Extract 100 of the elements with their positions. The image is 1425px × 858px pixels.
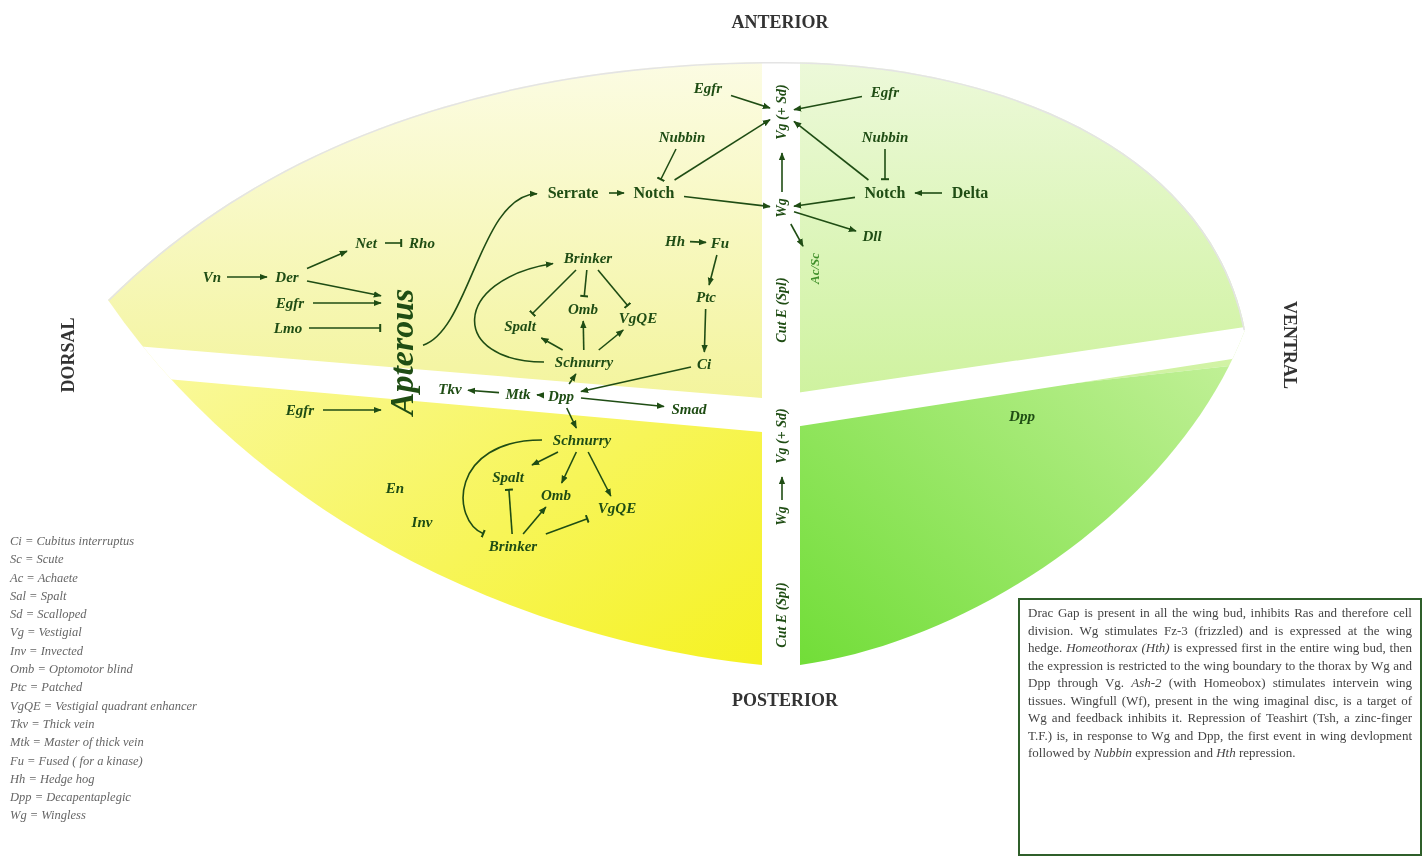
note-box: Drac Gap is present in all the wing bud, inhibits Ras and therefore cell division. Wg stimulates Fz-3 (frizzled) and is expressed at the wing hedge. Homeothorax (Hth) is expressed first in the entire wing bud, then the expression is restricted to the wing boundary to the thorax by Wg and Dpp through Vg. Ash-2 (with Homeobox) stimulates intervein wing tissues. Wingfull (Wf), present in the wing imaginal disc, is a target of Wg and feedback inhibits it. Repression of Teashirt (Tsh, a zinc-finger T.F.) is, in response to Wg and Dpp, the first event in wing devlopment followed by Nubbin expression and Hth repression. <box>1018 598 1422 856</box>
gene-label: Dpp <box>1009 408 1035 424</box>
abbreviation-entry: VgQE = Vestigial quadrant enhancer <box>10 697 197 715</box>
arrow <box>568 373 577 385</box>
inhibition-line <box>503 488 514 535</box>
arrow <box>790 223 804 247</box>
arrow <box>467 387 500 395</box>
arrow <box>689 238 707 246</box>
arrow <box>312 299 382 307</box>
abbreviation-entry: Ac = Achaete <box>10 569 79 587</box>
arrow <box>473 262 554 363</box>
arrow <box>536 392 545 399</box>
abbreviation-entry: Hh = Hedge hog <box>10 770 96 788</box>
gene-label: Delta <box>945 183 995 203</box>
gene-label: Net <box>350 234 382 252</box>
arrow <box>580 366 692 394</box>
gene-label: Lmo <box>270 319 306 337</box>
arrow <box>673 118 771 181</box>
abbreviation-entry: Sc = Scute <box>10 551 65 569</box>
arrow <box>422 192 538 346</box>
arrow <box>793 196 856 209</box>
gene-label: Brinker <box>481 537 545 555</box>
orientation-label: POSTERIOR <box>732 691 838 709</box>
abbreviation-entry: Mtk = Master of thick vein <box>10 734 145 752</box>
arrow <box>608 189 625 197</box>
gene-label: VgQE <box>591 499 643 517</box>
arrow <box>778 476 786 501</box>
abbreviation-entry: Omb = Optomotor blind <box>10 661 134 679</box>
inhibition-line <box>308 323 382 333</box>
arrow <box>701 308 708 353</box>
abbreviation-entry: Inv = Invected <box>10 642 84 660</box>
gene-label: Wg <box>773 195 791 221</box>
arrow <box>587 451 612 497</box>
abbreviation-entry: Vg = Vestigial <box>10 624 83 642</box>
arrow <box>580 320 587 351</box>
gene-label: Vg (+ Sd) <box>773 74 791 150</box>
gene-label: Cut E (Spl) <box>775 582 789 648</box>
abbreviation-entry: Wg = Wingless <box>10 807 87 825</box>
arrow <box>306 250 348 270</box>
gene-label: Notch <box>858 183 912 203</box>
gene-label: Der <box>270 268 304 286</box>
inhibition-line <box>656 148 677 183</box>
gene-label: Dpp <box>544 387 578 405</box>
gene-label: Egfr <box>865 83 905 101</box>
gene-label: Notch <box>627 183 681 203</box>
arrow <box>226 273 268 281</box>
gene-label: Fu <box>709 234 731 252</box>
gene-label: Nubbin <box>856 128 914 146</box>
inhibition-line <box>384 238 403 248</box>
gene-label: Omb <box>563 300 603 318</box>
abbreviation-entry: Tkv = Thick vein <box>10 715 96 733</box>
gene-label: Cut E (Spl) <box>775 277 789 343</box>
gene-label: VgQE <box>612 309 664 327</box>
arrow <box>306 280 382 298</box>
abbreviation-entry: Sal = Spalt <box>10 587 68 605</box>
arrow <box>683 195 771 209</box>
gene-label: Inv <box>411 514 433 530</box>
gene-label: Schnurry <box>545 431 619 449</box>
arrow <box>565 407 578 429</box>
gene-label: Brinker <box>556 249 620 267</box>
abbreviation-entry: Ptc = Patched <box>10 679 84 697</box>
inhibition-line <box>880 148 890 181</box>
gene-label: Nubbin <box>653 128 711 146</box>
gene-label: Ci <box>694 355 714 373</box>
orientation-label: VENTRAL <box>1281 301 1299 389</box>
arrow <box>793 210 857 232</box>
arrow <box>531 451 559 466</box>
arrow <box>540 337 564 351</box>
gene-label: Egfr <box>688 79 728 97</box>
gene-label: En <box>385 480 405 496</box>
gene-label: Hh <box>663 232 687 250</box>
inhibition-line <box>462 439 543 538</box>
abbreviation-entry: Dpp = Decapentaplegic <box>10 789 132 807</box>
gene-label: Spalt <box>497 317 543 335</box>
gene-label: Egfr <box>270 294 310 312</box>
arrow <box>580 397 665 409</box>
arrow <box>522 506 547 535</box>
inhibition-line <box>597 269 632 309</box>
gene-label: Vg (+ Sd) <box>773 398 791 474</box>
gene-label: Egfr <box>280 401 320 419</box>
gene-label: Serrate <box>540 183 606 203</box>
arrow <box>730 94 771 109</box>
gene-label: Omb <box>536 486 576 504</box>
arrow <box>914 189 943 197</box>
gene-label: Schnurry <box>547 353 621 371</box>
gene-label: Mtk <box>502 385 534 403</box>
abbreviation-entry: Sd = Scalloped <box>10 606 88 624</box>
orientation-label: DORSAL <box>59 317 77 393</box>
arrow <box>597 329 625 351</box>
arrow <box>707 254 718 286</box>
arrow <box>560 451 578 484</box>
gene-label: Smad <box>667 400 711 418</box>
gene-label: Vn <box>200 268 224 286</box>
gene-label: Wg <box>773 503 791 529</box>
arrow <box>778 152 786 193</box>
gene-label: Dll <box>859 227 885 245</box>
arrow <box>793 95 863 112</box>
inhibition-line <box>545 514 590 535</box>
gene-label: Tkv <box>435 380 465 398</box>
gene-label: Ac/Sc <box>806 246 824 290</box>
